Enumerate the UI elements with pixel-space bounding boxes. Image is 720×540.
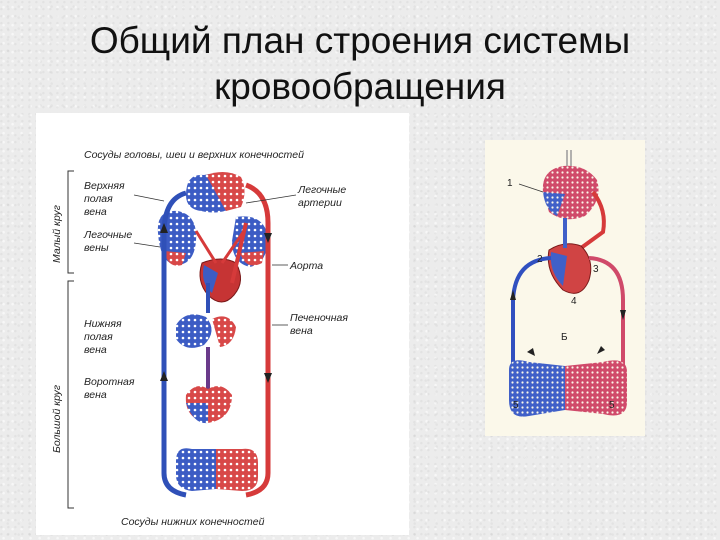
right-heart-venous-side (550, 252, 567, 286)
marker-4: 4 (571, 296, 577, 307)
label-svc-2: полая (84, 193, 113, 205)
bottom-caption: Сосуды нижних конечностей (121, 516, 265, 528)
marker-2: 2 (537, 254, 543, 265)
left-diagram-svg: Сосуды головы, шеи и верхних конечностей… (51, 149, 348, 528)
label-portal-2: вена (84, 389, 107, 401)
pointer-svc (133, 194, 165, 202)
pointer-pulm-veins (133, 242, 161, 248)
label-aorta: Аорта (289, 260, 323, 272)
arrow-down-2 (264, 233, 272, 243)
label-svc-3: вена (84, 206, 107, 218)
body-capillaries-arterial (565, 360, 627, 416)
arrow-up-2 (160, 223, 168, 233)
liver-capillaries (176, 314, 212, 348)
right-diagram-svg: 1 2 3 4 Б 5 5 (507, 150, 627, 417)
arrow-up-1 (160, 371, 168, 381)
right-arrow-up (510, 290, 516, 300)
right-arrow-left (527, 348, 535, 356)
systemic-artery-loop (588, 256, 625, 365)
small-circle-bracket (67, 170, 74, 274)
right-lungs-venous (543, 192, 565, 216)
pulmonary-arteries-lines (194, 230, 246, 264)
left-lung-arterial (164, 251, 186, 266)
head-capillaries-arterial (206, 171, 245, 211)
pulmonary-vein-right (579, 190, 606, 250)
label-pulm-veins-2: вены (84, 242, 109, 254)
intestine-venous (186, 403, 208, 424)
pointer-1 (518, 183, 544, 193)
top-caption: Сосуды головы, шеи и верхних конечностей (84, 149, 304, 161)
vena-cava-line (161, 190, 187, 498)
label-pulm-veins-1: Легочные (83, 229, 132, 241)
right-lung-arterial (240, 251, 264, 266)
marker-3: 3 (593, 264, 599, 275)
pointer-pulm-arteries (245, 194, 297, 204)
title-line-1: Общий план строения системы (89, 20, 631, 61)
marker-b: Б (561, 332, 568, 343)
slide-title: Общий план строения системы кровообращен… (0, 18, 720, 110)
title-line-2: кровообращения (214, 66, 506, 107)
marker-5-right: 5 (609, 400, 615, 411)
circulation-diagram-left: Сосуды головы, шеи и верхних конечностей… (36, 113, 409, 535)
lower-capillaries-arterial (216, 448, 258, 491)
aorta-line (245, 182, 271, 498)
label-svc-1: Верхняя (84, 180, 125, 192)
label-ivc-3: вена (84, 344, 107, 356)
label-hepatic-1: Печеночная (290, 312, 348, 324)
large-circle-bracket (67, 280, 74, 509)
label-portal-1: Воротная (84, 376, 135, 388)
marker-5-left: 5 (513, 400, 519, 411)
right-arrow-down (620, 310, 626, 320)
label-pulm-arteries-2: артерии (298, 197, 342, 209)
right-arrow-right (597, 346, 605, 354)
circulation-diagram-right: 1 2 3 4 Б 5 5 (485, 140, 645, 436)
small-circle-label: Малый круг (51, 205, 63, 263)
large-circle-label: Большой круг (51, 385, 63, 453)
liver-arterial (212, 316, 236, 347)
arrow-down-1 (264, 373, 272, 383)
body-capillaries-venous (509, 360, 565, 417)
label-pulm-arteries-1: Легочные (297, 184, 346, 196)
lower-capillaries-venous (176, 448, 216, 491)
marker-1: 1 (507, 178, 513, 189)
label-hepatic-2: вена (290, 325, 313, 337)
label-ivc-1: Нижняя (84, 318, 122, 330)
label-ivc-2: полая (84, 331, 113, 343)
trachea (566, 150, 572, 166)
